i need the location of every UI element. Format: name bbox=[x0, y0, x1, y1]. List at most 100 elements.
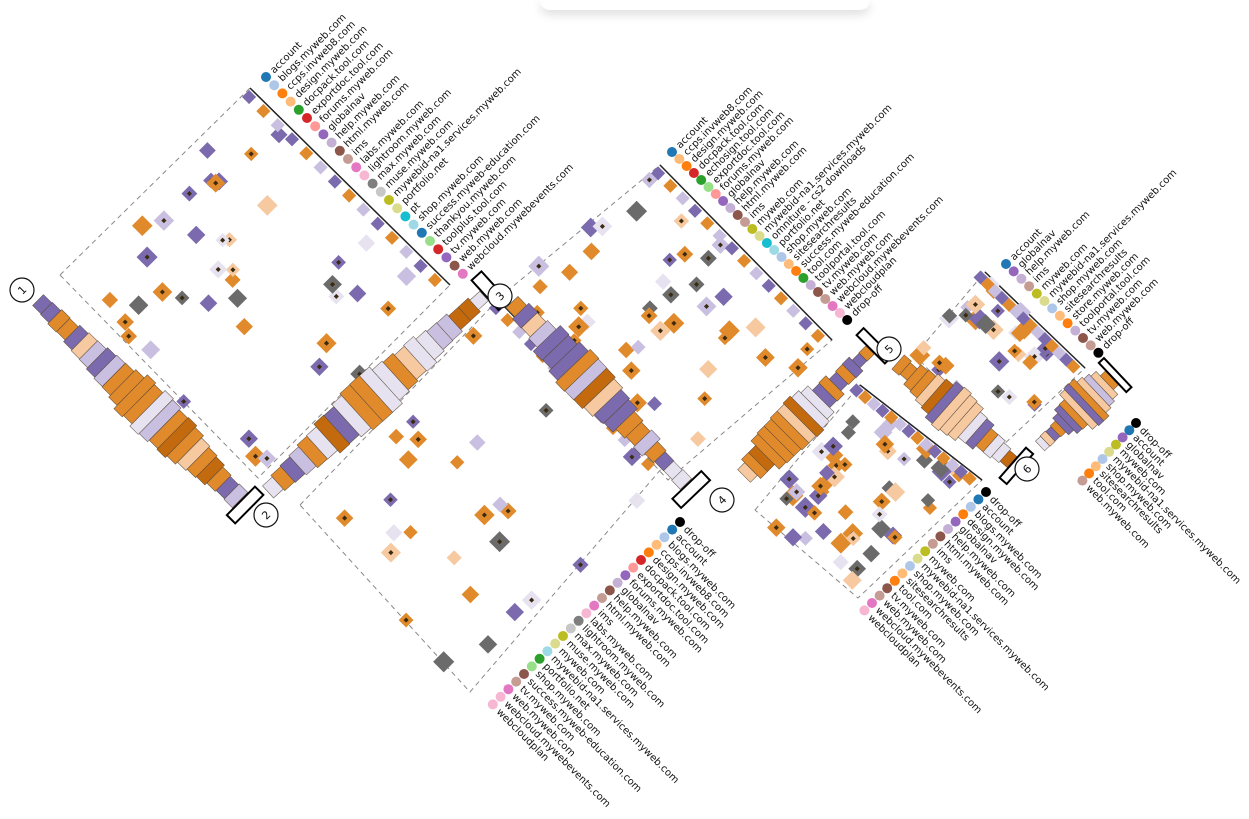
cell-marker bbox=[543, 407, 549, 413]
matrix-cell bbox=[810, 328, 825, 343]
legend-dot bbox=[495, 691, 506, 702]
matrix-cell bbox=[478, 635, 498, 654]
cell-marker bbox=[795, 365, 801, 371]
cell-marker bbox=[646, 313, 652, 319]
legend-dot bbox=[318, 129, 329, 140]
cell-marker bbox=[388, 550, 394, 556]
matrix-cell bbox=[532, 278, 548, 295]
matrix-cell bbox=[227, 288, 248, 308]
legend-dot bbox=[1117, 432, 1128, 443]
cell-marker bbox=[634, 400, 640, 406]
stage-marker-6: 6 bbox=[1014, 456, 1040, 482]
matrix-cell bbox=[849, 383, 864, 398]
legend-dot bbox=[408, 219, 419, 230]
legend-dot bbox=[1047, 303, 1058, 314]
legend-dot bbox=[351, 162, 362, 173]
matrix-cell bbox=[885, 482, 906, 502]
legend-dot bbox=[1070, 325, 1081, 336]
legend-dot bbox=[1078, 333, 1088, 343]
legend-dot bbox=[433, 244, 444, 255]
matrix-cell bbox=[936, 451, 951, 466]
drop-off-bar bbox=[670, 469, 712, 510]
legend-dot bbox=[334, 145, 345, 156]
legend-dot bbox=[597, 593, 607, 603]
matrix-cell bbox=[580, 217, 601, 238]
matrix-cell bbox=[737, 253, 752, 268]
legend-dot bbox=[261, 72, 271, 82]
cell-marker bbox=[817, 483, 824, 489]
matrix-cell bbox=[745, 317, 766, 338]
matrix-cell bbox=[724, 241, 739, 256]
matrix-cell bbox=[749, 266, 764, 281]
legend-dot bbox=[813, 287, 823, 297]
legend-dot bbox=[550, 638, 561, 649]
matrix-cell bbox=[327, 174, 342, 189]
cell-marker bbox=[811, 510, 818, 516]
matrix-cell bbox=[628, 492, 646, 509]
matrix-cell bbox=[862, 544, 880, 563]
legend-dot bbox=[565, 623, 576, 634]
matrix-cell bbox=[832, 554, 849, 571]
matrix-cell bbox=[141, 340, 161, 360]
label-list-stage-4: drop-offaccountblogs.myweb.comdesign.myw… bbox=[859, 487, 1051, 716]
legend-dot bbox=[526, 661, 537, 672]
legend-dot bbox=[285, 96, 296, 107]
drop-off-bar bbox=[1097, 356, 1133, 394]
legend-dot bbox=[558, 631, 568, 641]
cell-marker bbox=[1006, 394, 1012, 400]
legend-dot bbox=[628, 562, 639, 573]
matrix-cell bbox=[837, 504, 854, 520]
legend-dot bbox=[696, 175, 707, 185]
legend-dot bbox=[805, 280, 816, 290]
cell-marker bbox=[783, 496, 790, 502]
matrix-cell bbox=[941, 308, 958, 324]
matrix-cell bbox=[783, 528, 803, 547]
matrix-cell bbox=[500, 312, 515, 328]
cell-marker bbox=[497, 539, 503, 545]
cell-marker bbox=[682, 251, 688, 257]
flow-bar-stack-1 bbox=[32, 294, 265, 525]
cell-marker bbox=[657, 328, 663, 334]
legend-dot bbox=[674, 154, 685, 164]
matrix-axis-edge bbox=[859, 384, 983, 481]
matrix-cell bbox=[654, 273, 672, 290]
cell-marker bbox=[599, 223, 605, 229]
flow-bar-stack-5 bbox=[891, 354, 1035, 486]
cell-marker bbox=[815, 493, 821, 499]
legend-dot bbox=[798, 273, 809, 283]
legend-dot bbox=[511, 676, 522, 687]
legend-dot bbox=[889, 575, 900, 586]
legend-dot bbox=[920, 546, 931, 557]
stage-marker-4: 4 bbox=[709, 487, 735, 513]
matrix-axis-edge bbox=[249, 87, 451, 286]
cell-marker bbox=[879, 499, 885, 505]
legend-dot bbox=[1062, 318, 1073, 329]
legend-dot bbox=[581, 608, 592, 619]
matrix-cell bbox=[761, 278, 776, 293]
label-list-stage-2: drop-offaccountblogs.myweb.comccps.invwe… bbox=[487, 517, 737, 810]
cell-marker bbox=[705, 255, 711, 261]
matrix-cell bbox=[651, 166, 666, 181]
matrix-cell bbox=[892, 417, 907, 432]
legend-dot bbox=[943, 524, 953, 534]
cell-marker bbox=[963, 312, 969, 318]
legend-dot bbox=[882, 583, 893, 594]
legend-dot bbox=[905, 561, 915, 571]
cell-marker bbox=[995, 308, 1001, 314]
legend-dot bbox=[392, 203, 403, 214]
matrix-cell bbox=[256, 195, 278, 216]
matrix-cell bbox=[128, 295, 149, 315]
cell-marker bbox=[403, 617, 409, 623]
matrix-cell bbox=[773, 291, 789, 306]
legend-dot bbox=[681, 161, 692, 171]
matrix-cell bbox=[663, 178, 678, 193]
cell-marker bbox=[842, 461, 848, 468]
cell-marker bbox=[990, 327, 997, 333]
legend-dot bbox=[384, 195, 394, 205]
cell-marker bbox=[671, 320, 677, 326]
matrix-cell bbox=[256, 104, 271, 119]
legend-dot bbox=[359, 170, 370, 181]
cell-marker bbox=[628, 368, 634, 374]
legend-dot bbox=[425, 236, 435, 246]
